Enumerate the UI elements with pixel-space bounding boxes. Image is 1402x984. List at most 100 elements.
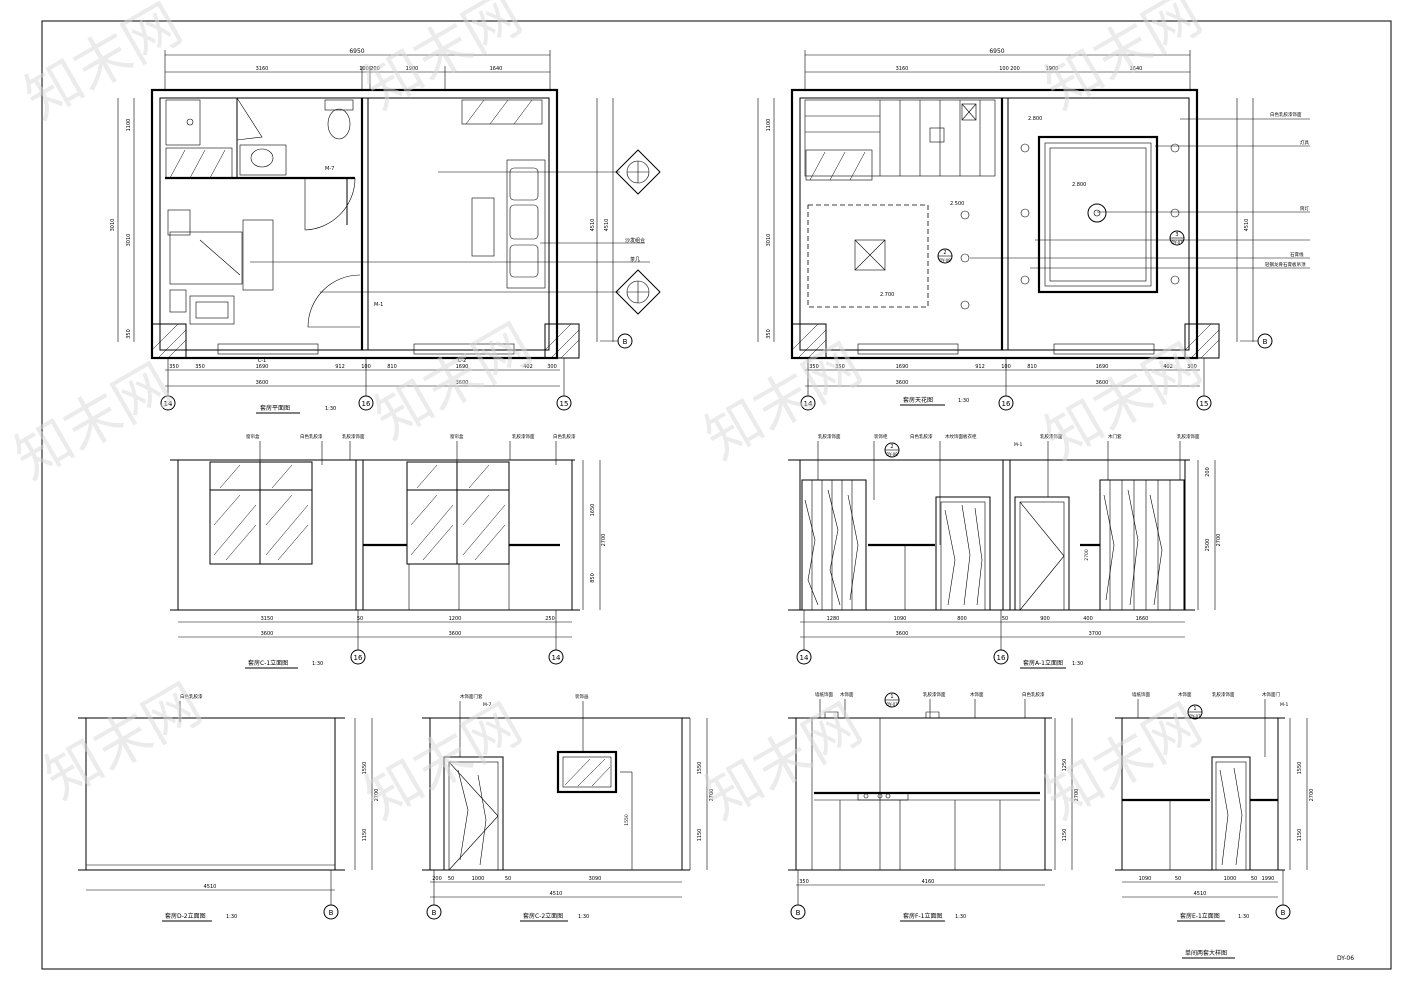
svg-text:1660: 1660 <box>1136 616 1149 622</box>
svg-text:402: 402 <box>1163 364 1173 370</box>
elev-c1-title: 套房C-1立面图 <box>248 659 288 667</box>
e1-axis-b: B <box>1275 904 1291 920</box>
svg-text:16: 16 <box>997 654 1006 662</box>
svg-text:1990: 1990 <box>1262 876 1275 882</box>
elev-d2-scale: 1:30 <box>226 914 237 920</box>
svg-text:1200: 1200 <box>449 616 462 622</box>
sheet-number: DY-06 <box>1337 955 1354 962</box>
svg-text:100: 100 <box>359 66 369 72</box>
floor-plan-scale: 1:30 <box>325 406 336 412</box>
elev-f1-title: 套房F-1立面图 <box>903 912 942 920</box>
svg-text:50: 50 <box>505 876 511 882</box>
svg-text:2.800: 2.800 <box>1072 182 1086 188</box>
elev-f1-scale: 1:30 <box>955 914 966 920</box>
svg-text:DY-07: DY-07 <box>1189 714 1201 719</box>
svg-text:知末网: 知末网 <box>1035 692 1213 832</box>
svg-text:350: 350 <box>809 364 819 370</box>
svg-text:DY-07: DY-07 <box>886 702 898 707</box>
svg-text:轻钢龙骨石膏板吊顶: 轻钢龙骨石膏板吊顶 <box>1265 261 1306 268</box>
svg-text:3600: 3600 <box>449 631 462 637</box>
plan-label-table: 茶几 <box>630 256 640 263</box>
elev-a1-title: 套房A-1立面图 <box>1023 659 1063 667</box>
svg-text:1640: 1640 <box>490 66 503 72</box>
svg-text:14: 14 <box>164 400 173 408</box>
d2-axis-b: B <box>323 904 339 920</box>
svg-text:装饰柜: 装饰柜 <box>874 433 888 440</box>
svg-text:3160: 3160 <box>256 66 269 72</box>
svg-text:300: 300 <box>547 364 557 370</box>
svg-text:白色乳胶漆: 白色乳胶漆 <box>910 433 933 440</box>
ceiling-axis-b: B <box>1240 333 1273 349</box>
svg-text:1150: 1150 <box>362 829 368 842</box>
svg-text:1000: 1000 <box>1224 876 1237 882</box>
svg-text:350: 350 <box>126 329 132 339</box>
elev-a1-scale: 1:30 <box>1072 661 1083 667</box>
svg-text:2700: 2700 <box>1309 789 1315 802</box>
svg-text:灯具: 灯具 <box>1300 139 1309 146</box>
a1-labels: 乳胶漆饰面 装饰柜 白色乳胶漆 木纹饰面板衣柜 M-1 乳胶漆饰面 木门套 乳胶… <box>818 433 1200 448</box>
svg-text:乳胶漆饰面: 乳胶漆饰面 <box>923 691 946 698</box>
plan-axis-14: 14 <box>160 395 176 411</box>
svg-text:白色乳胶漆: 白色乳胶漆 <box>300 433 323 440</box>
elevation-d2: 白色乳胶漆 1550 1150 2700 4510 B 套房D-2立面图 1:3… <box>78 693 380 922</box>
svg-text:木饰面: 木饰面 <box>1178 691 1192 698</box>
c2-axis-b: B <box>426 904 442 920</box>
svg-text:200: 200 <box>1010 66 1020 72</box>
elevation-c1: 窗帘盒 白色乳胶漆 乳胶漆饰面 窗帘盒 乳胶漆饰面 白色乳胶漆 1650 850… <box>170 433 607 669</box>
svg-text:2700: 2700 <box>374 789 380 802</box>
svg-text:1900: 1900 <box>1046 66 1059 72</box>
svg-text:3: 3 <box>1175 232 1178 238</box>
svg-text:800: 800 <box>957 616 967 622</box>
a1-axis-14: 14 <box>796 649 812 665</box>
watermark-layer: 知末网 知末网 知末网 知末网 知末网 知末网 知末网 知末网 知末网 知末网 … <box>5 0 1213 832</box>
svg-text:810: 810 <box>1027 364 1037 370</box>
svg-text:200: 200 <box>1205 467 1211 477</box>
svg-text:知末网: 知末网 <box>355 0 533 122</box>
svg-text:1150: 1150 <box>697 829 703 842</box>
plan-axis-15: 15 <box>556 395 572 411</box>
elevation-a1: 乳胶漆饰面 装饰柜 白色乳胶漆 木纹饰面板衣柜 M-1 乳胶漆饰面 木门套 乳胶… <box>788 433 1222 669</box>
ceiling-plan-scale: 1:30 <box>958 398 969 404</box>
svg-text:402: 402 <box>523 364 533 370</box>
sheet-title: 单间两套大样图 <box>1185 949 1227 957</box>
svg-text:乳胶漆饰面: 乳胶漆饰面 <box>512 433 535 440</box>
svg-text:2700: 2700 <box>709 789 715 802</box>
svg-text:1100: 1100 <box>126 119 132 132</box>
svg-text:14: 14 <box>552 654 561 662</box>
svg-text:300: 300 <box>1187 364 1197 370</box>
svg-text:1100: 1100 <box>766 119 772 132</box>
svg-text:3150: 3150 <box>261 616 274 622</box>
ceiling-axis-16: 16 <box>998 395 1014 411</box>
svg-text:M-7: M-7 <box>483 702 492 708</box>
svg-text:3600: 3600 <box>261 631 274 637</box>
svg-text:400: 400 <box>1083 616 1093 622</box>
svg-text:白色乳胶漆: 白色乳胶漆 <box>553 433 576 440</box>
svg-text:筒灯: 筒灯 <box>1300 205 1309 212</box>
ceiling-detail-callout-a: 2 DY-08 <box>937 248 953 264</box>
svg-text:15: 15 <box>1200 400 1209 408</box>
elev-e1-title: 套房E-1立面图 <box>1180 912 1220 920</box>
svg-text:B: B <box>432 909 437 917</box>
svg-text:350: 350 <box>766 329 772 339</box>
plan-axis-b: B <box>600 333 633 349</box>
svg-text:知末网: 知末网 <box>355 692 533 832</box>
svg-text:知末网: 知末网 <box>1035 0 1213 122</box>
svg-text:1690: 1690 <box>1096 364 1109 370</box>
svg-text:1550: 1550 <box>362 762 368 775</box>
svg-text:1250: 1250 <box>1062 759 1068 772</box>
svg-text:3160: 3160 <box>896 66 909 72</box>
svg-text:1: 1 <box>1193 706 1196 712</box>
svg-text:1690: 1690 <box>896 364 909 370</box>
svg-text:16: 16 <box>354 654 363 662</box>
svg-text:1150: 1150 <box>1297 829 1303 842</box>
svg-text:100: 100 <box>999 66 1009 72</box>
ceiling-lights <box>960 143 1180 310</box>
svg-text:912: 912 <box>335 364 345 370</box>
svg-text:1: 1 <box>890 694 893 700</box>
svg-text:3090: 3090 <box>589 876 602 882</box>
svg-text:3010: 3010 <box>110 219 116 232</box>
svg-text:3600: 3600 <box>1096 380 1109 386</box>
svg-text:1090: 1090 <box>1139 876 1152 882</box>
plan-axis-16: 16 <box>358 395 374 411</box>
svg-text:50: 50 <box>1002 616 1008 622</box>
